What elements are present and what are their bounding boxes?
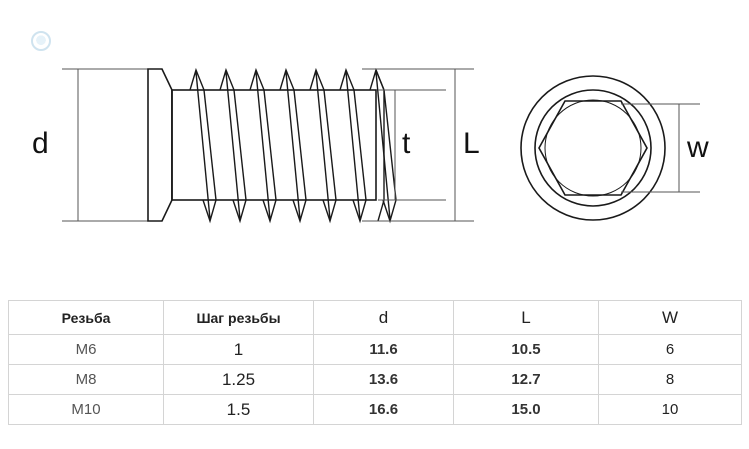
thread-crest-top (339, 67, 355, 91)
header-thread: Резьба (8, 300, 164, 335)
thread-helix-line (225, 71, 241, 220)
insert-side-view (147, 68, 377, 222)
thread-crest-bottom (352, 199, 367, 224)
header-d: d (313, 300, 454, 335)
cell-d: 11.6 (313, 334, 454, 365)
thread-helix-line (285, 71, 301, 220)
thread-crest-bottom (232, 199, 247, 224)
cell-thread: M8 (8, 364, 164, 395)
thread-helix-line (203, 89, 217, 201)
cell-d: 16.6 (313, 394, 454, 425)
label-w: w (686, 131, 709, 164)
dimension-w (621, 103, 700, 193)
thread-crest-top (249, 67, 265, 91)
label-d: d (32, 127, 49, 160)
thread-crest-bottom (292, 199, 307, 224)
thread-helix-line (353, 89, 367, 201)
table-row: M6 1 11.6 10.5 6 (8, 334, 742, 365)
cell-pitch: 1.25 (163, 364, 314, 395)
cell-thread: M6 (8, 334, 164, 365)
thread-crest-top (309, 67, 325, 91)
thread-helix-line (383, 89, 397, 201)
specs-table: Резьба Шаг резьбы d L W M6 1 11.6 10.5 6… (8, 300, 742, 425)
insert-end-view (520, 75, 666, 221)
cell-L: 10.5 (453, 334, 599, 365)
thread-crest-bottom (262, 199, 277, 224)
thread-helix-line (195, 71, 211, 220)
cell-d: 13.6 (313, 364, 454, 395)
thread-crest-top (279, 67, 295, 91)
thread-helix-line (263, 89, 277, 201)
table-row: M10 1.5 16.6 15.0 10 (8, 394, 742, 425)
dimension-d (62, 68, 148, 222)
thread-helix-line (375, 71, 391, 220)
thread-helix-line (233, 89, 247, 201)
thread-end-chamfer (375, 69, 385, 222)
table-header-row: Резьба Шаг резьбы d L W (8, 300, 742, 335)
hex-socket-icon (538, 100, 648, 196)
header-W: W (598, 300, 742, 335)
cell-L: 15.0 (453, 394, 599, 425)
thread-helix-line (255, 71, 271, 220)
thread-crest-top (189, 67, 205, 91)
cell-pitch: 1 (163, 334, 314, 365)
cell-L: 12.7 (453, 364, 599, 395)
thread-crest-bottom (322, 199, 337, 224)
header-L: L (453, 300, 599, 335)
cell-W: 8 (598, 364, 742, 395)
label-t: t (402, 127, 411, 160)
thread-helix-line (345, 71, 361, 220)
thread-crest-top (219, 67, 235, 91)
table-row: M8 1.25 13.6 12.7 8 (8, 364, 742, 395)
thread-profile (189, 67, 397, 224)
dimension-t (378, 89, 446, 201)
thread-helix-line (315, 71, 331, 220)
header-pitch: Шаг резьбы (163, 300, 314, 335)
watermark-logo-icon (31, 31, 51, 51)
cell-pitch: 1.5 (163, 394, 314, 425)
cell-W: 10 (598, 394, 742, 425)
cell-W: 6 (598, 334, 742, 365)
dimension-L (362, 68, 474, 222)
label-L: L (463, 127, 480, 160)
thread-crest-bottom (202, 199, 217, 224)
thread-helix-line (293, 89, 307, 201)
cell-thread: M10 (8, 394, 164, 425)
thread-helix-line (323, 89, 337, 201)
